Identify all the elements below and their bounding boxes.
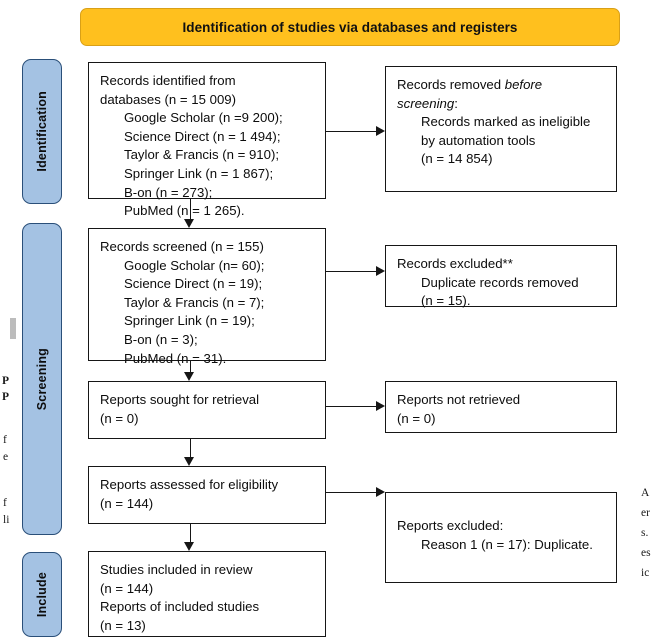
records-identified-line-1: Records identified from xyxy=(100,73,236,88)
records-screened-source-1: Google Scholar (n= 60); xyxy=(124,257,265,273)
reports-not-retrieved-line-2: (n = 0) xyxy=(397,410,436,426)
records-excluded-heading: Records excluded** xyxy=(397,256,513,271)
page-artifact-grey-bar xyxy=(10,318,16,339)
edge-fragment-right-3: s. xyxy=(641,527,649,539)
reports-assessed-line-1: Reports assessed for eligibility xyxy=(100,477,279,492)
records-excluded-detail-2: (n = 15). xyxy=(421,293,471,309)
studies-included-line-2: (n = 144) xyxy=(100,580,154,596)
box-studies-included: Studies included in review (n = 144) Rep… xyxy=(88,551,326,637)
stage-label-include: Include xyxy=(35,571,49,618)
records-screened-source-6: PubMed (n = 31). xyxy=(124,350,227,366)
records-identified-source-1: Google Scholar (n =9 200); xyxy=(124,110,283,126)
connector-screened-to-sought xyxy=(190,361,191,374)
records-identified-source-4: Springer Link (n = 1 867); xyxy=(124,165,274,181)
records-screened-source-4: Springer Link (n = 19); xyxy=(124,313,255,329)
edge-fragment-left-6: li xyxy=(3,514,10,526)
stage-label-identification: Identification xyxy=(35,91,49,172)
stage-tab-identification: Identification xyxy=(22,59,62,204)
box-reports-sought: Reports sought for retrieval (n = 0) xyxy=(88,381,326,439)
box-reports-not-retrieved: Reports not retrieved (n = 0) xyxy=(385,381,617,433)
reports-excluded-detail-1: Reason 1 (n = 17): Duplicate. xyxy=(421,536,593,552)
records-excluded-detail-1: Duplicate records removed xyxy=(421,274,579,290)
connector-sought-to-not-retrieved xyxy=(326,406,378,407)
records-identified-source-6: PubMed (n = 1 265). xyxy=(124,203,245,219)
reports-not-retrieved-line-1: Reports not retrieved xyxy=(397,392,521,407)
connector-identified-to-screened xyxy=(190,199,191,221)
reports-assessed-line-2: (n = 144) xyxy=(100,495,154,511)
stage-tab-screening: Screening xyxy=(22,223,62,535)
records-identified-source-3: Taylor & Francis (n = 910); xyxy=(124,147,280,163)
edge-fragment-right-5: ic xyxy=(641,567,650,579)
records-identified-line-2: databases (n = 15 009) xyxy=(100,91,237,107)
studies-included-line-1: Studies included in review xyxy=(100,562,253,577)
diagram-banner: Identification of studies via databases … xyxy=(80,8,620,46)
records-removed-italic-screening: screening xyxy=(397,95,455,111)
records-identified-source-5: B-on (n = 273); xyxy=(124,184,213,200)
edge-fragment-left-2: P xyxy=(2,391,10,403)
box-records-removed: Records removed before screening: Record… xyxy=(385,66,617,192)
edge-fragment-left-3: f xyxy=(3,434,7,446)
connector-assessed-to-included xyxy=(190,524,191,544)
box-reports-excluded: Reports excluded: Reason 1 (n = 17): Dup… xyxy=(385,492,617,583)
records-screened-source-2: Science Direct (n = 19); xyxy=(124,276,263,292)
arrowhead-assessed-to-included xyxy=(184,542,194,551)
arrowhead-sought-to-not-retrieved xyxy=(376,401,385,411)
box-records-identified: Records identified from databases (n = 1… xyxy=(88,62,326,218)
connector-identified-to-removed xyxy=(326,131,378,132)
records-removed-detail-2: by automation tools xyxy=(421,132,536,148)
connector-sought-to-assessed xyxy=(190,439,191,459)
records-removed-detail-3: (n = 14 854) xyxy=(421,151,493,167)
arrowhead-assessed-to-reports-excluded xyxy=(376,487,385,497)
edge-fragment-left-4: e xyxy=(3,451,9,463)
studies-included-line-3: Reports of included studies xyxy=(100,599,260,615)
arrowhead-identified-to-removed xyxy=(376,126,385,136)
records-removed-detail-1: Records marked as ineligible xyxy=(421,114,591,130)
connector-screened-to-excluded xyxy=(326,271,378,272)
records-screened-source-5: B-on (n = 3); xyxy=(124,331,198,347)
edge-fragment-left-1: P xyxy=(2,375,10,387)
arrowhead-identified-to-screened xyxy=(184,219,194,228)
box-reports-assessed: Reports assessed for eligibility (n = 14… xyxy=(88,466,326,524)
box-records-excluded: Records excluded** Duplicate records rem… xyxy=(385,245,617,308)
arrowhead-screened-to-sought xyxy=(184,372,194,381)
banner-title: Identification of studies via databases … xyxy=(182,19,518,35)
records-identified-source-2: Science Direct (n = 1 494); xyxy=(124,128,281,144)
edge-fragment-right-1: A xyxy=(641,487,650,499)
reports-sought-line-1: Reports sought for retrieval xyxy=(100,392,260,407)
stage-label-screening: Screening xyxy=(35,347,49,411)
reports-sought-line-2: (n = 0) xyxy=(100,410,139,426)
edge-fragment-left-5: f xyxy=(3,497,7,509)
reports-excluded-heading: Reports excluded: xyxy=(397,518,504,533)
arrowhead-screened-to-excluded xyxy=(376,266,385,276)
connector-assessed-to-reports-excluded xyxy=(326,492,378,493)
edge-fragment-right-4: es xyxy=(641,547,651,559)
records-screened-source-3: Taylor & Francis (n = 7); xyxy=(124,294,265,310)
box-records-screened: Records screened (n = 155) Google Schola… xyxy=(88,228,326,366)
arrowhead-sought-to-assessed xyxy=(184,457,194,466)
records-removed-prefix: Records removed xyxy=(397,77,505,92)
records-removed-colon: : xyxy=(454,95,458,111)
edge-fragment-right-2: er xyxy=(641,507,650,519)
studies-included-line-4: (n = 13) xyxy=(100,617,146,633)
records-removed-italic-before: before xyxy=(504,77,543,92)
stage-tab-include: Include xyxy=(22,552,62,637)
records-screened-heading: Records screened (n = 155) xyxy=(100,239,264,254)
